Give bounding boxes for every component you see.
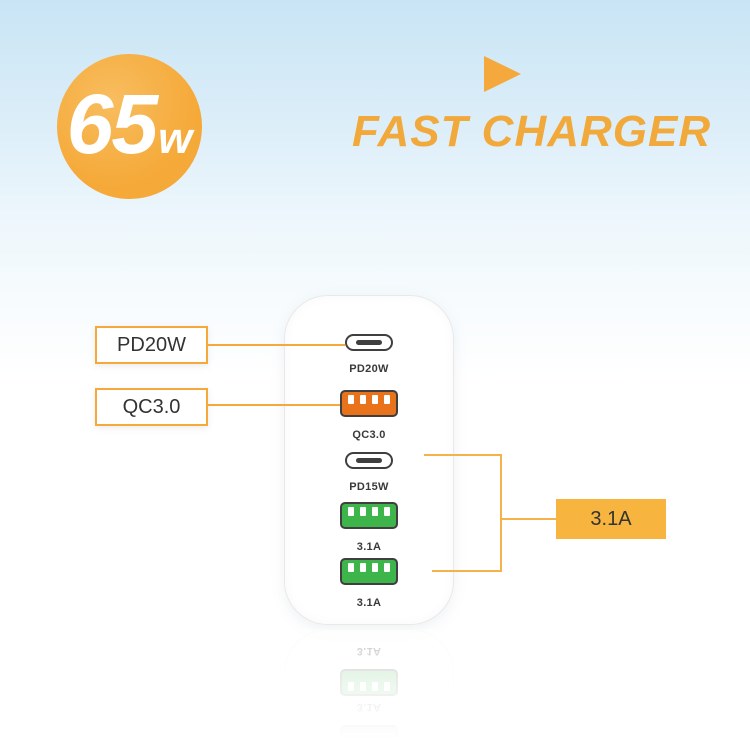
callout-pd20w: PD20W [95, 326, 208, 364]
reflection-container: PD20W QC3.0 PD15W 3.1A [284, 629, 454, 750]
bracket-line-top [424, 454, 500, 456]
callout-qc30: QC3.0 [95, 388, 208, 426]
wattage-unit: w [158, 114, 193, 163]
usb-a-port-green-icon [340, 669, 398, 696]
port-group-31a-1: 3.1A [285, 701, 453, 750]
play-triangle-icon [484, 56, 521, 92]
usb-pin [348, 507, 354, 516]
usb-pin [384, 563, 390, 572]
port-label-31a-1: 3.1A [356, 701, 382, 713]
usb-pin [384, 507, 390, 516]
callout-line-qc30 [208, 404, 340, 406]
port-label-qc30: QC3.0 [352, 429, 386, 441]
bracket-line-middle [502, 518, 556, 520]
port-group-31a-1: 3.1A [285, 502, 453, 553]
callout-31a: 3.1A [556, 499, 666, 539]
port-group-pd20w: PD20W [285, 334, 453, 375]
usb-pin [372, 563, 378, 572]
usb-pin [384, 395, 390, 404]
port-group-31a-2: 3.1A [285, 558, 453, 609]
usb-pin [360, 507, 366, 516]
wattage-value: 65 [66, 77, 158, 171]
usb-a-port-orange-icon [340, 390, 398, 417]
usb-pin [372, 507, 378, 516]
callout-31a-label: 3.1A [590, 507, 632, 530]
bracket-line-bottom [432, 570, 502, 572]
usb-pin [372, 682, 378, 691]
usb-pin [384, 738, 390, 747]
port-label-31a-2: 3.1A [356, 645, 382, 657]
usb-pin [360, 563, 366, 572]
usb-pin [348, 738, 354, 747]
usb-pin [372, 395, 378, 404]
port-label-pd15w: PD15W [349, 481, 389, 493]
usb-pin [372, 738, 378, 747]
callout-line-pd20w [208, 344, 345, 346]
headline-text: FAST CHARGER [352, 107, 712, 156]
usb-c-port-icon [345, 334, 393, 351]
usb-a-port-green-icon [340, 502, 398, 529]
port-group-31a-2: 3.1A [285, 645, 453, 696]
charger-body: PD20W QC3.0 PD15W 3.1A [284, 295, 454, 625]
port-label-31a-1: 3.1A [356, 541, 382, 553]
wattage-badge: 65 w [57, 54, 202, 199]
usb-pin [384, 682, 390, 691]
usb-pin [348, 563, 354, 572]
usb-a-port-green-icon [340, 558, 398, 585]
port-group-pd15w: PD15W [285, 452, 453, 493]
usb-c-slot [356, 340, 382, 345]
usb-pin [360, 682, 366, 691]
usb-c-port-icon [345, 452, 393, 469]
port-group-qc30: QC3.0 [285, 390, 453, 441]
port-label-pd20w: PD20W [349, 363, 389, 375]
usb-a-port-green-icon [340, 725, 398, 750]
charger-reflection: PD20W QC3.0 PD15W 3.1A [284, 629, 454, 750]
usb-pin [348, 682, 354, 691]
usb-pin [360, 395, 366, 404]
callout-qc30-label: QC3.0 [122, 395, 181, 418]
usb-c-slot [356, 458, 382, 463]
usb-pin [360, 738, 366, 747]
usb-pin [348, 395, 354, 404]
bracket-line-vertical [500, 454, 502, 572]
port-label-31a-2: 3.1A [356, 597, 382, 609]
callout-pd20w-label: PD20W [117, 333, 186, 356]
